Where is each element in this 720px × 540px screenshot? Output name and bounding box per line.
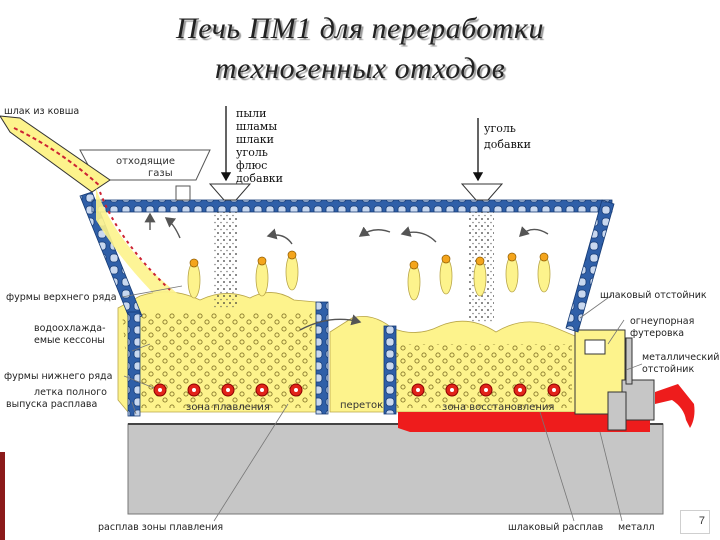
slag-chute <box>0 115 185 300</box>
lower-tuyeres <box>153 383 561 397</box>
exhaust-duct: отходящие газы <box>79 149 211 201</box>
melt-bubbles-right <box>386 344 572 408</box>
metal-settler-label-2: отстойник <box>642 364 694 375</box>
gas-flow-arrows <box>144 212 549 245</box>
svg-text:добавки: добавки <box>236 172 283 185</box>
title-line-1: Печь ПМ1 для переработки <box>176 12 544 45</box>
metal-label: металл <box>618 522 655 533</box>
feed-list-left: пыли шламы шлаки уголь флюс добавки <box>236 107 283 185</box>
melt-zone-melt-label: расплав зоны плавления <box>98 522 223 533</box>
svg-text:шлаки: шлаки <box>236 133 274 146</box>
exhaust-gases-label-2: газы <box>148 168 173 179</box>
overflow-arrow <box>299 314 362 331</box>
melting-zone-label: зона плавления <box>186 402 270 413</box>
taphole-label-1: летка полного <box>34 387 107 398</box>
left-accent-bar <box>0 452 5 540</box>
svg-text:флюс: флюс <box>236 159 267 172</box>
slag-ladle-label: шлак из ковша <box>4 106 79 117</box>
slag-melt-label: шлаковый расплав <box>508 522 604 533</box>
refractory-label-1: огнеупорная <box>630 316 694 327</box>
slag-settler-label: шлаковый отстойник <box>600 290 707 301</box>
caissons-label-1: водоохлажда- <box>34 323 106 334</box>
hopper-left <box>208 183 252 308</box>
leader-lines <box>121 285 643 522</box>
furnace-walls <box>79 191 615 417</box>
metal-settler-label-1: металлический <box>642 352 719 363</box>
upper-tuyeres <box>187 253 551 301</box>
overflow-label: переток <box>340 400 383 411</box>
upper-tuyeres-label: фурмы верхнего ряда <box>6 292 117 303</box>
melt-bubbles-left <box>122 312 312 408</box>
svg-text:пыли: пыли <box>236 107 266 120</box>
metal-layer <box>398 412 650 432</box>
metal-outlet <box>655 384 695 428</box>
refractory-label-2: футеровка <box>630 328 684 339</box>
title-line-2: техногенных отходов <box>214 52 506 85</box>
lower-tuyeres-label: фурмы нижнего ряда <box>4 371 112 382</box>
feed-list-right: уголь добавки <box>484 122 531 151</box>
furnace-base <box>127 423 664 515</box>
reduction-zone-label: зона восстановления <box>442 402 554 413</box>
caissons-label-2: емые кессоны <box>34 335 105 346</box>
page-number: 7 <box>680 510 710 534</box>
svg-text:добавки: добавки <box>484 138 531 151</box>
svg-text:шламы: шламы <box>236 120 277 133</box>
taphole-label-2: выпуска расплава <box>6 399 97 410</box>
svg-text:уголь: уголь <box>236 146 268 159</box>
exhaust-gases-label-1: отходящие <box>116 156 175 167</box>
svg-text:уголь: уголь <box>484 122 516 135</box>
slag-settler <box>574 329 655 431</box>
